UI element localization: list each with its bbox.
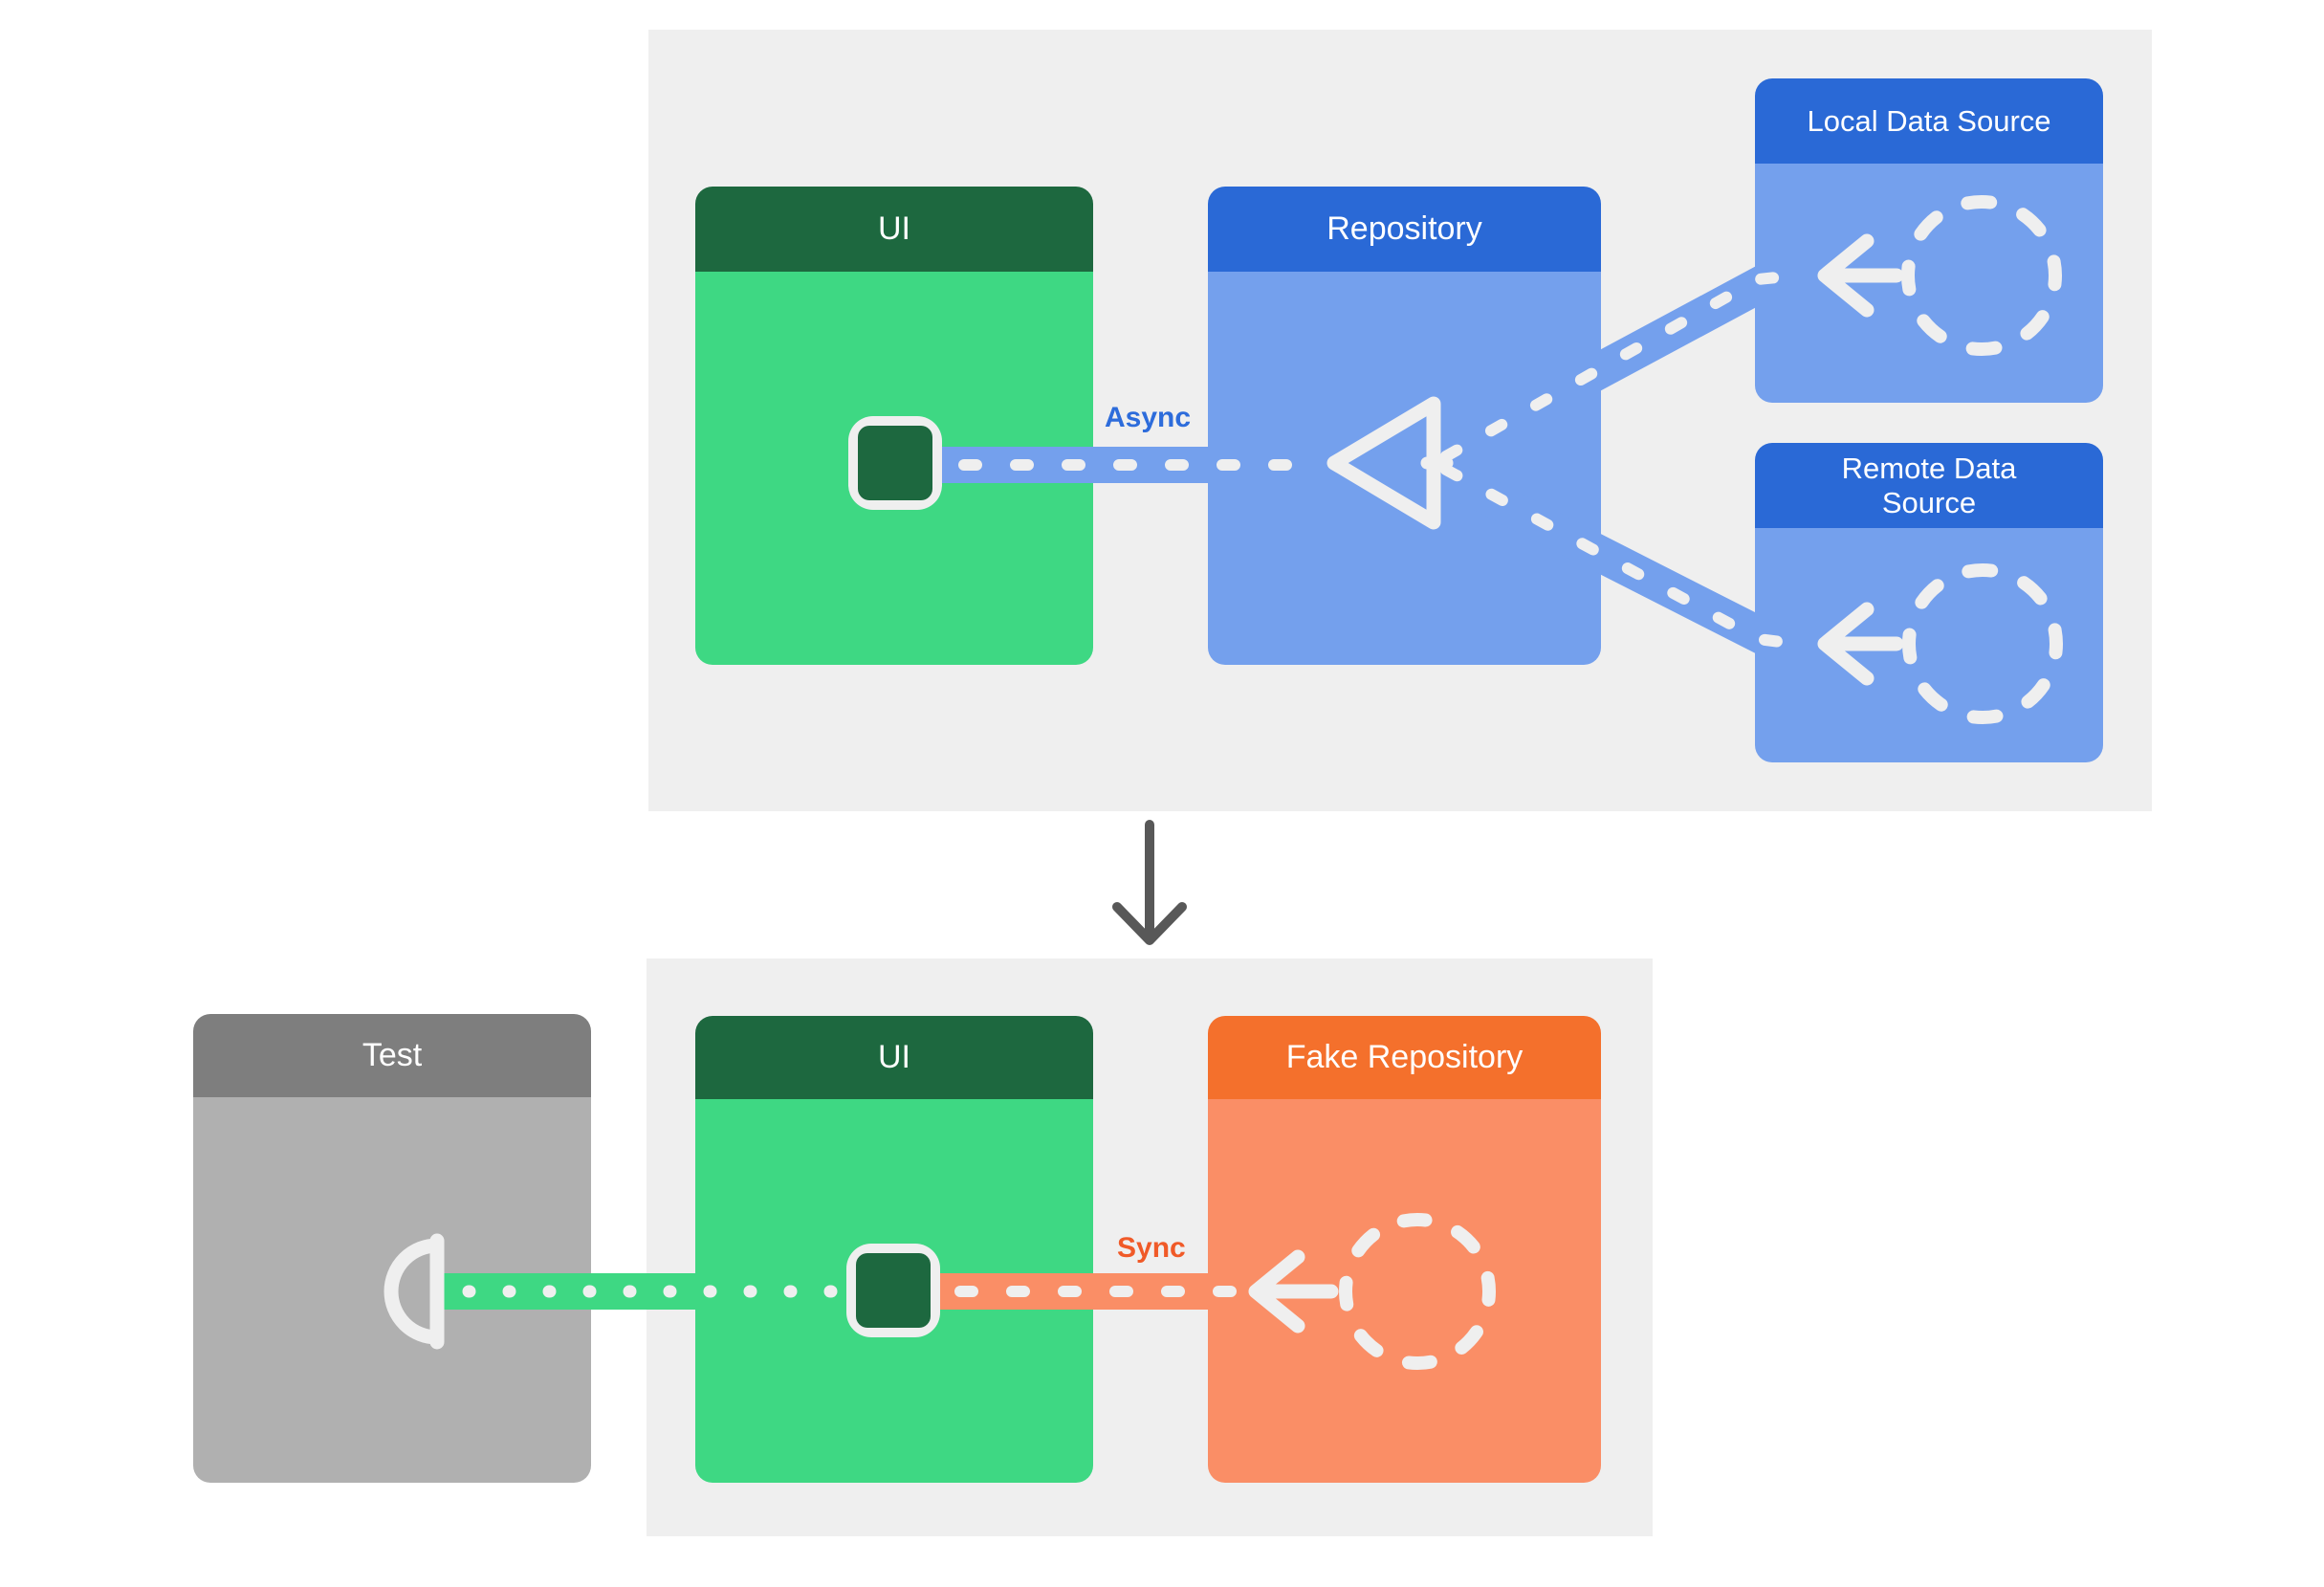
local-data-source-body xyxy=(1755,164,2103,403)
fake-repo-dashed-circle-icon xyxy=(1339,1213,1496,1370)
remote-dashed-circle-icon xyxy=(1902,563,2063,724)
down-arrow-icon xyxy=(1112,820,1187,945)
remote-data-source-box: Remote Data Source xyxy=(1755,443,2103,762)
local-data-source-title: Local Data Source xyxy=(1755,78,2103,164)
sync-edge-label: Sync xyxy=(1117,1232,1186,1264)
remote-data-source-title-line2: Source xyxy=(1881,485,1977,519)
socket-icon xyxy=(384,1233,445,1350)
local-diagonal-dashes xyxy=(1440,270,1802,462)
screen-icon-bottom xyxy=(846,1244,940,1337)
remote-data-source-title: Remote Data Source xyxy=(1755,443,2103,528)
ui-box-bottom-title: UI xyxy=(695,1016,1093,1099)
remote-data-source-title-line1: Remote Data xyxy=(1841,451,2017,485)
local-dashed-circle-icon xyxy=(1901,195,2062,356)
sync-arrow-left-icon xyxy=(1248,1249,1339,1334)
repository-box-title: Repository xyxy=(1208,187,1601,272)
local-data-source-box: Local Data Source xyxy=(1755,78,2103,403)
test-box-title: Test xyxy=(193,1014,591,1097)
screen-icon-bottom-inner xyxy=(856,1253,931,1328)
fake-repository-title: Fake Repository xyxy=(1208,1016,1601,1099)
local-arrow-left-icon xyxy=(1817,233,1904,318)
remote-data-source-body xyxy=(1755,528,2103,762)
ui-box-top-title: UI xyxy=(695,187,1093,272)
remote-diagonal-dashes xyxy=(1440,464,1802,650)
remote-arrow-left-icon xyxy=(1817,602,1904,686)
screen-icon-top-inner xyxy=(858,426,932,500)
screen-icon-top xyxy=(848,416,942,510)
async-edge-label: Async xyxy=(1105,402,1192,433)
